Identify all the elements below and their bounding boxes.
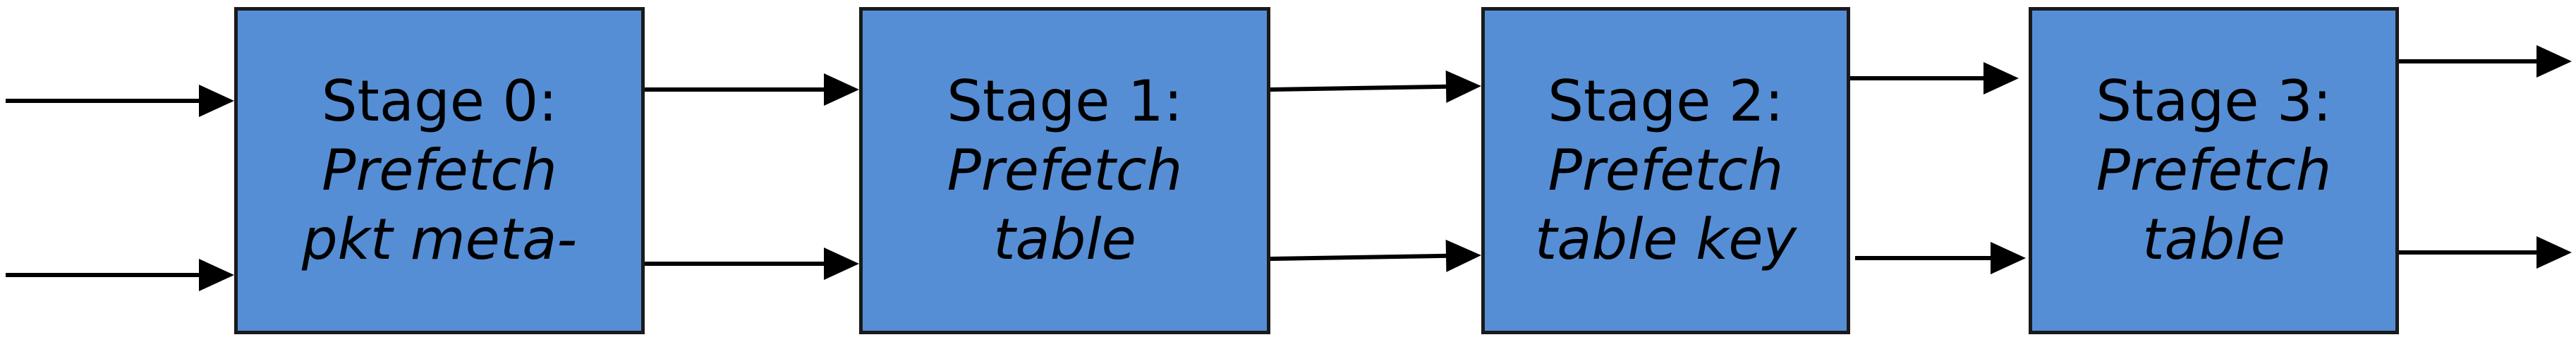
stage-2-box: Stage 2: Prefetch table key	[1481, 7, 1850, 334]
output-arrow-top-head	[2536, 45, 2572, 78]
stage-1-desc-line1: Prefetch	[947, 138, 1183, 203]
output-arrow-bottom	[2399, 236, 2572, 269]
arrow-stage1-to-stage2-top-shaft	[1270, 84, 1448, 92]
input-arrow-bottom-head	[199, 259, 234, 291]
stage-2-desc-line1: Prefetch	[1548, 138, 1784, 203]
arrow-stage0-to-stage1-bottom-head	[824, 248, 859, 280]
arrow-stage1-to-stage2-bottom-head	[1445, 239, 1481, 272]
arrow-stage0-to-stage1-top-head	[824, 73, 859, 106]
input-arrow-top-head	[199, 85, 234, 117]
arrow-stage1-to-stage2-bottom	[1270, 239, 1481, 272]
arrow-stage1-to-stage2-bottom-shaft	[1270, 253, 1448, 261]
stage-2-title: Stage 2:	[1548, 68, 1784, 134]
output-arrow-top	[2399, 45, 2572, 78]
input-arrow-bottom	[6, 259, 234, 291]
stage-1-title: Stage 1:	[947, 68, 1183, 134]
arrow-stage2-to-stage3-top-head	[1983, 62, 2019, 94]
stage-3-desc-line1: Prefetch	[2096, 138, 2332, 203]
arrow-stage1-to-stage2-top-head	[1445, 70, 1481, 103]
stage-0-desc-line1: Prefetch	[322, 138, 557, 203]
stage-0-box: Stage 0: Prefetch pkt meta-	[234, 7, 645, 334]
stage-0-title: Stage 0:	[321, 68, 558, 134]
stage-1-desc-line2: table	[993, 207, 1136, 272]
stage-3-box: Stage 3: Prefetch table	[2029, 7, 2399, 334]
stage-2-desc-line2: table key	[1535, 207, 1797, 272]
arrow-stage0-to-stage1-bottom	[645, 248, 859, 280]
stage-3-desc-line2: table	[2142, 207, 2285, 272]
arrow-stage2-to-stage3-bottom-head	[1991, 242, 2026, 274]
arrow-stage0-to-stage1-top	[645, 73, 859, 106]
input-arrow-top	[6, 85, 234, 117]
stage-0-desc-line2: pkt meta-	[301, 207, 578, 272]
output-arrow-bottom-head	[2536, 236, 2572, 269]
arrow-stage2-to-stage3-top	[1850, 62, 2019, 94]
stage-3-title: Stage 3:	[2096, 68, 2332, 134]
arrow-stage1-to-stage2-top	[1270, 70, 1481, 103]
arrow-stage2-to-stage3-bottom	[1855, 242, 2026, 274]
stage-1-box: Stage 1: Prefetch table	[859, 7, 1270, 334]
